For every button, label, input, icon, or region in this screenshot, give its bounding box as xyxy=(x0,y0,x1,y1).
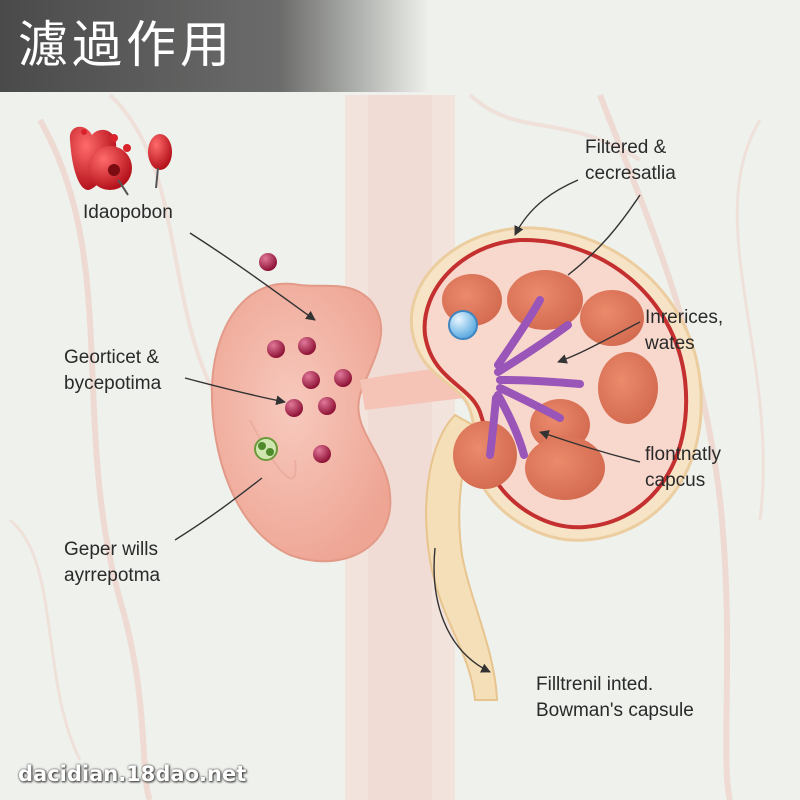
label-mid-left: Georticet & bycepotima xyxy=(64,345,161,397)
page-title: 濾過作用 xyxy=(18,16,234,74)
right-kidney xyxy=(409,226,703,542)
label-mid-right: Inrerices, wates xyxy=(645,305,723,357)
label-line-2: ayrrepotma xyxy=(64,565,161,586)
label-low-left: Geper wills ayrrepotma xyxy=(64,537,160,589)
glomerulus xyxy=(448,310,478,340)
label-bottom-right: Filltrenil inted. Bowman's capsule xyxy=(536,672,694,724)
label-line-1: Inrerices, xyxy=(645,307,724,328)
label-line-1: Georticet & xyxy=(64,347,160,368)
leader-top-left xyxy=(189,232,316,321)
leader-mid-right xyxy=(557,321,641,364)
label-line-1: Filtered & xyxy=(585,137,667,158)
ureter xyxy=(425,413,499,701)
label-line-2: Bowman's capsule xyxy=(536,700,694,721)
label-top-right: Filtered & cecresatlia xyxy=(585,135,676,187)
label-line-2: capcus xyxy=(645,470,706,491)
leader-low-left xyxy=(174,477,263,541)
label-low-right: flontnatly capcus xyxy=(645,442,721,494)
leader-mid-left xyxy=(184,377,286,406)
left-kidney xyxy=(210,282,392,563)
label-line-2: bycepotima xyxy=(64,373,162,394)
label-line-2: cecresatlia xyxy=(585,163,676,184)
watermark: dacidian.18dao.net xyxy=(18,762,247,786)
filtered-particles xyxy=(254,253,352,463)
leader-top-right xyxy=(514,179,579,236)
leader-low-right xyxy=(539,430,641,463)
calyces xyxy=(486,296,584,459)
label-top-left: Idaopobon xyxy=(83,200,173,226)
leader-top-right-2 xyxy=(567,194,641,276)
leader-bottom-right xyxy=(433,547,491,673)
label-line-1: Geper wills xyxy=(64,539,158,560)
label-line-2: wates xyxy=(645,333,695,354)
red-blood-cells xyxy=(69,126,172,196)
title-banner: 濾過作用 xyxy=(0,0,430,92)
leader-lines xyxy=(174,179,641,673)
label-line-1: flontnatly xyxy=(645,444,722,465)
label-line-1: Filltrenil inted. xyxy=(536,674,654,695)
label-text: Idaopobon xyxy=(83,202,173,223)
